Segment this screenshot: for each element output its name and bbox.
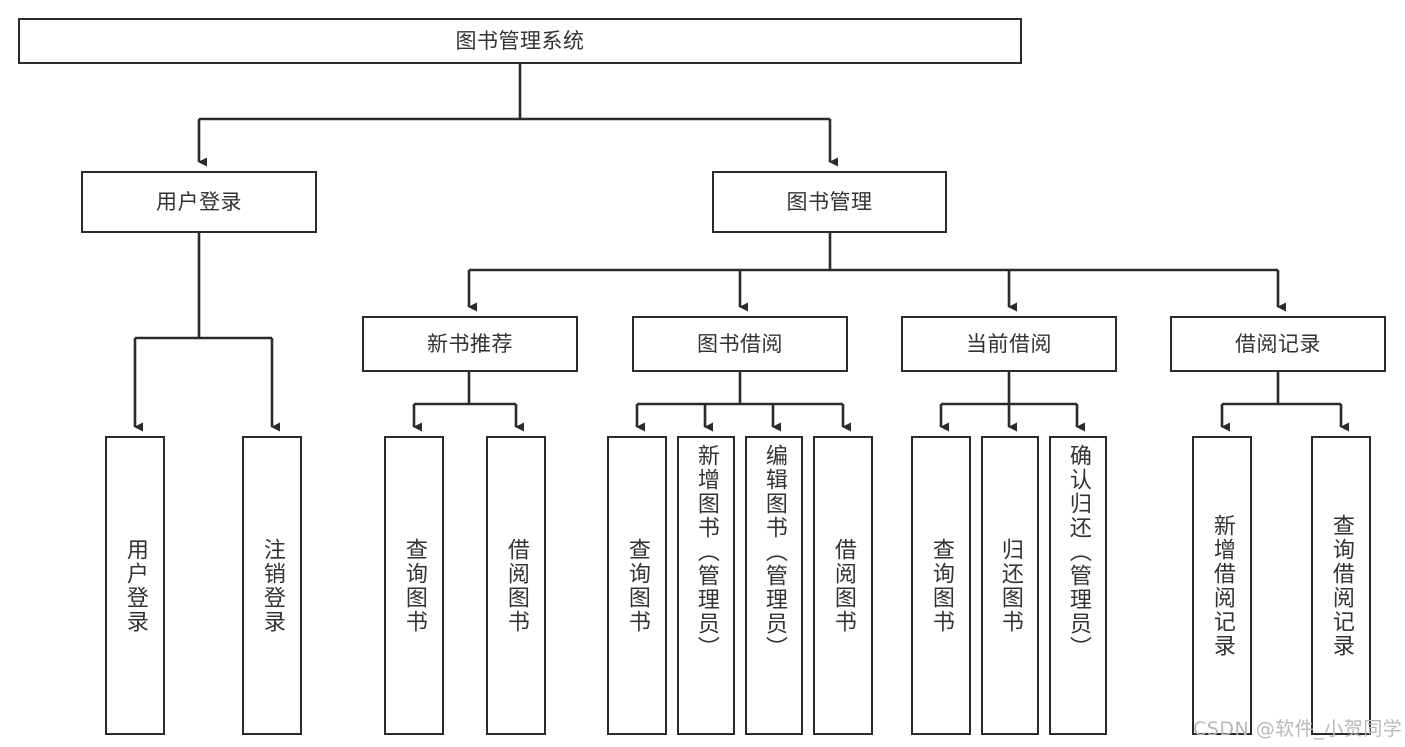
node-label: 图书借阅 [697,331,783,356]
node-label: 查询借阅记录 [1328,513,1354,658]
node-label: 查询图书 [928,537,954,634]
node-label: 新书推荐 [427,331,513,356]
node-label: 当前借阅 [966,331,1052,356]
node-label: 归还图书 [997,537,1023,634]
node-user-login[interactable]: 用户登录 [81,171,317,233]
node-label: 图书管理系统 [455,28,585,53]
node-label: 借阅图书 [503,537,529,634]
node-label: 新增借阅记录 [1209,513,1235,658]
node-label: 借阅图书 [830,537,856,634]
leaf-query-book-borrow[interactable]: 查询图书 [607,436,667,735]
leaf-logout[interactable]: 注销登录 [242,436,302,735]
leaf-add-book-admin[interactable]: 新增图书（管理员） [677,436,735,735]
watermark-text: CSDN @软件_小贺同学 [1193,718,1403,740]
leaf-edit-book-admin[interactable]: 编辑图书（管理员） [745,436,803,735]
leaf-query-book-recommend[interactable]: 查询图书 [384,436,444,735]
node-borrow-record[interactable]: 借阅记录 [1170,316,1386,372]
node-new-book-recommend[interactable]: 新书推荐 [362,316,578,372]
node-label: 确认归还（管理员） [1065,444,1091,660]
node-book-management[interactable]: 图书管理 [712,171,947,233]
node-label: 注销登录 [259,537,285,634]
leaf-confirm-return-admin[interactable]: 确认归还（管理员） [1049,436,1107,735]
node-label: 新增图书（管理员） [693,444,719,660]
node-label: 用户登录 [122,537,148,634]
node-label: 图书管理 [786,189,873,214]
node-label: 用户登录 [156,189,242,214]
node-book-borrow[interactable]: 图书借阅 [632,316,848,372]
node-label: 查询图书 [624,537,650,634]
node-book-management-system[interactable]: 图书管理系统 [18,18,1022,64]
node-label: 查询图书 [401,537,427,634]
node-label: 借阅记录 [1235,331,1321,356]
leaf-borrow-book-recommend[interactable]: 借阅图书 [486,436,546,735]
leaf-borrow-book[interactable]: 借阅图书 [813,436,873,735]
leaf-query-borrow-record[interactable]: 查询借阅记录 [1311,436,1371,735]
node-label: 编辑图书（管理员） [761,444,787,660]
leaf-user-login[interactable]: 用户登录 [105,436,165,735]
node-current-borrow[interactable]: 当前借阅 [901,316,1117,372]
leaf-query-book-current[interactable]: 查询图书 [911,436,971,735]
watermark-csdn: CSDN @软件_小贺同学 [1193,714,1402,741]
leaf-return-book[interactable]: 归还图书 [981,436,1039,735]
leaf-add-borrow-record[interactable]: 新增借阅记录 [1192,436,1252,735]
